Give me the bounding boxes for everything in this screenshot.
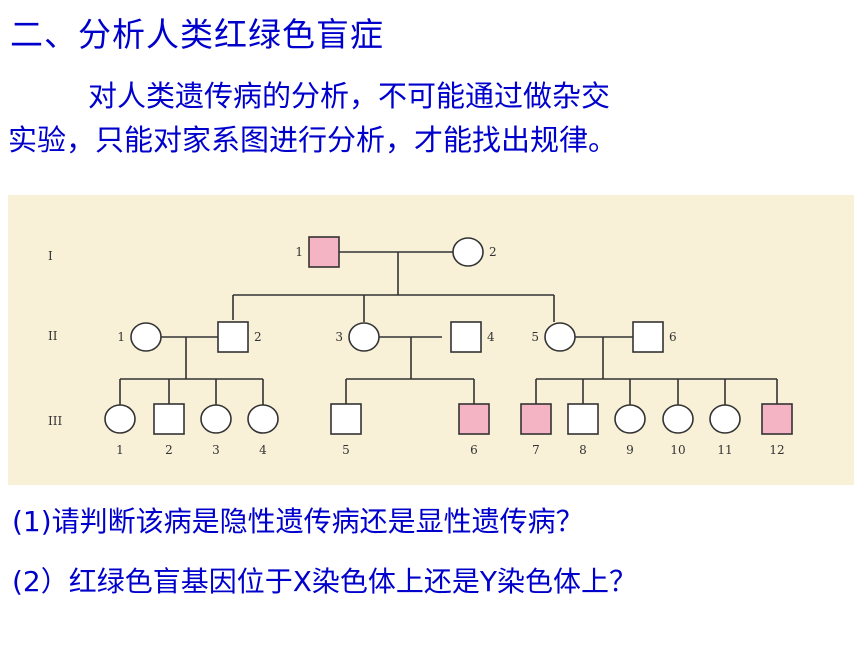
unaffected-female-gen3-4 bbox=[247, 404, 279, 434]
unaffected-male-gen3-8 bbox=[567, 403, 599, 435]
individual-label-gen3-8: 8 bbox=[579, 443, 587, 457]
affected-male-gen3-7 bbox=[520, 403, 552, 435]
unaffected-female-gen3-3 bbox=[200, 404, 232, 434]
unaffected-female-gen1-2 bbox=[452, 237, 484, 267]
individual-label-gen3-2: 2 bbox=[165, 443, 173, 457]
individual-label-gen3-9: 9 bbox=[626, 443, 634, 457]
individual-label-gen3-3: 3 bbox=[212, 443, 220, 457]
individual-label-gen1-1: 1 bbox=[295, 245, 303, 259]
pedigree-chart: I II III bbox=[8, 195, 854, 485]
intro-line-1: 对人类遗传病的分析，不可能通过做杂交 bbox=[88, 79, 611, 113]
individual-label-gen3-1: 1 bbox=[116, 443, 124, 457]
unaffected-female-gen2-5 bbox=[544, 322, 576, 352]
intro-line-2: 实验，只能对家系图进行分析，才能找出规律。 bbox=[8, 123, 618, 157]
unaffected-female-gen3-11 bbox=[709, 404, 741, 434]
individual-label-gen3-7: 7 bbox=[532, 443, 540, 457]
individual-label-gen3-6: 6 bbox=[470, 443, 478, 457]
question-1: (1)请判断该病是隐性遗传病还是显性遗传病？ bbox=[12, 505, 584, 538]
affected-male-gen3-6 bbox=[458, 403, 490, 435]
individual-label-gen2-6: 6 bbox=[669, 330, 677, 344]
unaffected-male-gen3-5 bbox=[330, 403, 362, 435]
individual-label-gen3-4: 4 bbox=[259, 443, 267, 457]
unaffected-male-gen2-4 bbox=[450, 321, 482, 353]
unaffected-female-gen3-9 bbox=[614, 404, 646, 434]
intro-paragraph: 对人类遗传病的分析，不可能通过做杂交 实验，只能对家系图进行分析，才能找出规律。 bbox=[8, 74, 848, 162]
affected-male-gen3-12 bbox=[761, 403, 793, 435]
generation-label-1: I bbox=[48, 249, 53, 263]
individual-label-gen2-5: 5 bbox=[531, 330, 539, 344]
pedigree-lines bbox=[119, 251, 778, 406]
individual-label-gen3-5: 5 bbox=[342, 443, 350, 457]
pedigree-symbols bbox=[104, 236, 793, 435]
unaffected-female-gen3-10 bbox=[662, 404, 694, 434]
unaffected-female-gen2-1 bbox=[130, 322, 162, 352]
unaffected-male-gen3-2 bbox=[153, 403, 185, 435]
individual-label-gen3-11: 11 bbox=[717, 443, 732, 457]
unaffected-male-gen2-2 bbox=[217, 321, 249, 353]
unaffected-male-gen2-6 bbox=[632, 321, 664, 353]
unaffected-female-gen3-1 bbox=[104, 404, 136, 434]
generation-label-2: II bbox=[48, 329, 58, 343]
individual-label-gen2-3: 3 bbox=[335, 330, 343, 344]
unaffected-female-gen2-3 bbox=[348, 322, 380, 352]
individual-label-gen2-4: 4 bbox=[487, 330, 495, 344]
individual-label-gen2-2: 2 bbox=[254, 330, 262, 344]
pedigree-svg: I II III bbox=[48, 236, 793, 457]
section-heading: 二、分析人类红绿色盲症 bbox=[10, 15, 384, 54]
individual-label-gen2-1: 1 bbox=[117, 330, 125, 344]
individual-label-gen3-10: 10 bbox=[670, 443, 685, 457]
individual-label-gen1-2: 2 bbox=[489, 245, 497, 259]
individual-label-gen3-12: 12 bbox=[769, 443, 784, 457]
affected-male-gen1-1 bbox=[308, 236, 340, 268]
generation-label-3: III bbox=[48, 414, 62, 428]
question-2: (2）红绿色盲基因位于X染色体上还是Y染色体上？ bbox=[12, 565, 638, 598]
